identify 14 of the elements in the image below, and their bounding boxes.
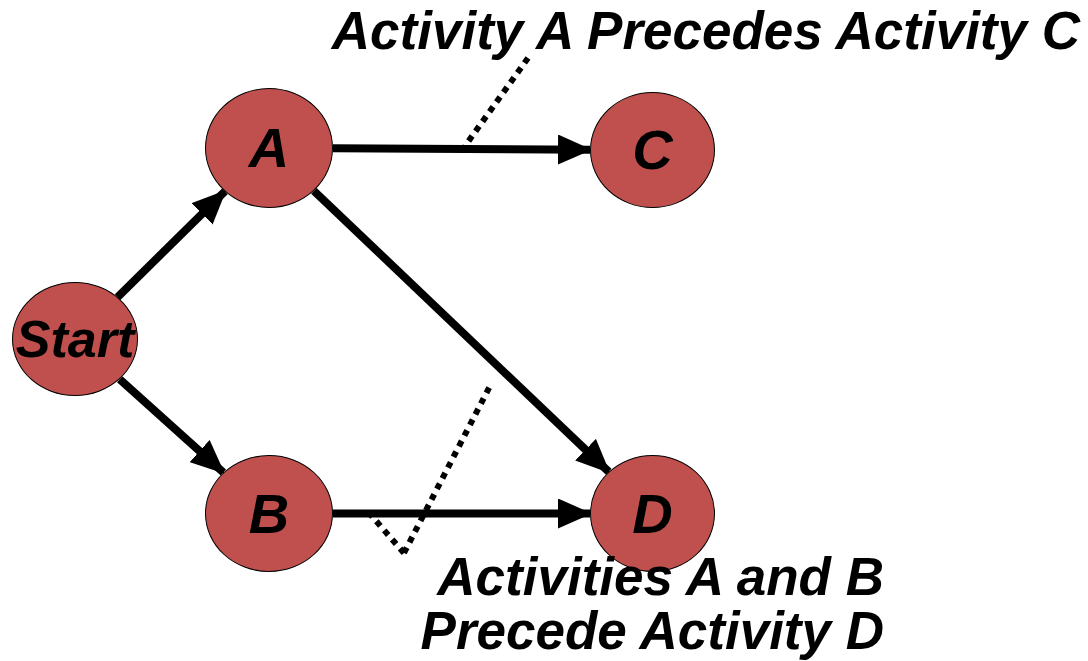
node-label: Start xyxy=(15,313,135,365)
arrow xyxy=(117,376,227,476)
annotation-text: Activities A and B Precede Activity D xyxy=(398,550,884,658)
leader-line xyxy=(401,384,493,555)
annotation-text: Activity A Precedes Activity C xyxy=(300,4,1080,58)
arrow xyxy=(332,134,592,165)
node-label: B xyxy=(248,485,290,542)
arrow xyxy=(114,188,228,300)
arrow xyxy=(311,187,612,475)
leader-line xyxy=(462,56,531,148)
arrow xyxy=(333,498,592,529)
node-label: C xyxy=(632,122,673,178)
node-label: A xyxy=(248,120,290,176)
node-label: D xyxy=(632,485,673,542)
